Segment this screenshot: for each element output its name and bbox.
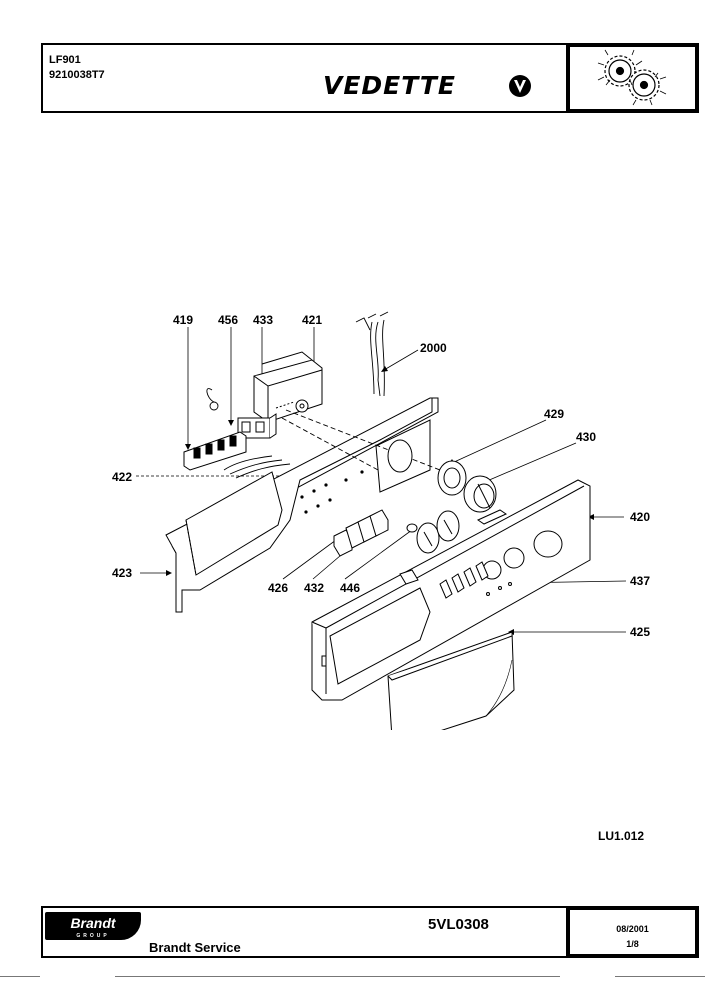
brandt-logo-text: Brandt — [70, 915, 116, 931]
callout-446: 446 — [340, 581, 360, 595]
callout-2000: 2000 — [420, 341, 447, 355]
callout-426: 426 — [268, 581, 288, 595]
brand-name: VEDETTE — [323, 71, 457, 100]
vedette-logo-icon — [509, 75, 531, 97]
document-date: 08/2001 — [616, 924, 649, 934]
model-block: LF901 9210038T7 — [49, 53, 105, 83]
callout-419: 419 — [173, 313, 193, 327]
scan-artifact-line — [115, 976, 560, 977]
document-header: LF901 9210038T7 VEDETTE — [41, 43, 699, 113]
scan-artifact-line — [615, 976, 705, 977]
page-number: 1/8 — [626, 939, 639, 949]
knobs — [416, 510, 460, 554]
front-fascia — [311, 479, 591, 701]
callout-429: 429 — [544, 407, 564, 421]
service-name: Brandt Service — [149, 940, 241, 955]
document-footer: Brandt GROUP Brandt Service 5VL0308 08/2… — [41, 906, 699, 958]
callout-labels: 419 456 433 421 2000 429 430 422 420 423… — [112, 313, 650, 639]
exploded-view-diagram: 419 456 433 421 2000 429 430 422 420 423… — [112, 311, 650, 730]
date-page-box: 08/2001 1/8 — [566, 906, 699, 958]
door-cover — [387, 631, 515, 730]
callout-421: 421 — [302, 313, 322, 327]
gears-logo-box — [566, 43, 699, 113]
connector-block — [237, 413, 277, 439]
push-buttons — [333, 509, 418, 557]
callout-423: 423 — [112, 566, 132, 580]
callout-422: 422 — [112, 470, 132, 484]
wiring-harness — [206, 311, 441, 479]
scan-artifact-line — [0, 976, 40, 977]
page-reference: LU1.012 — [598, 829, 645, 843]
rotary-switch — [387, 439, 497, 513]
callout-430: 430 — [576, 430, 596, 444]
programmer-unit — [253, 351, 323, 423]
model-number: LF901 — [49, 54, 81, 66]
callout-420: 420 — [630, 510, 650, 524]
callout-432: 432 — [304, 581, 324, 595]
switch-block — [183, 431, 247, 471]
callout-437: 437 — [630, 574, 650, 588]
document-code: 5VL0308 — [428, 916, 489, 933]
gears-icon — [597, 49, 667, 106]
callout-433: 433 — [253, 313, 273, 327]
callout-425: 425 — [630, 625, 650, 639]
brandt-logo: Brandt GROUP — [45, 912, 141, 940]
reference-number: 9210038T7 — [49, 69, 105, 81]
brandt-logo-sub: GROUP — [76, 933, 110, 939]
callout-456: 456 — [218, 313, 238, 327]
panel-holes — [300, 470, 364, 514]
